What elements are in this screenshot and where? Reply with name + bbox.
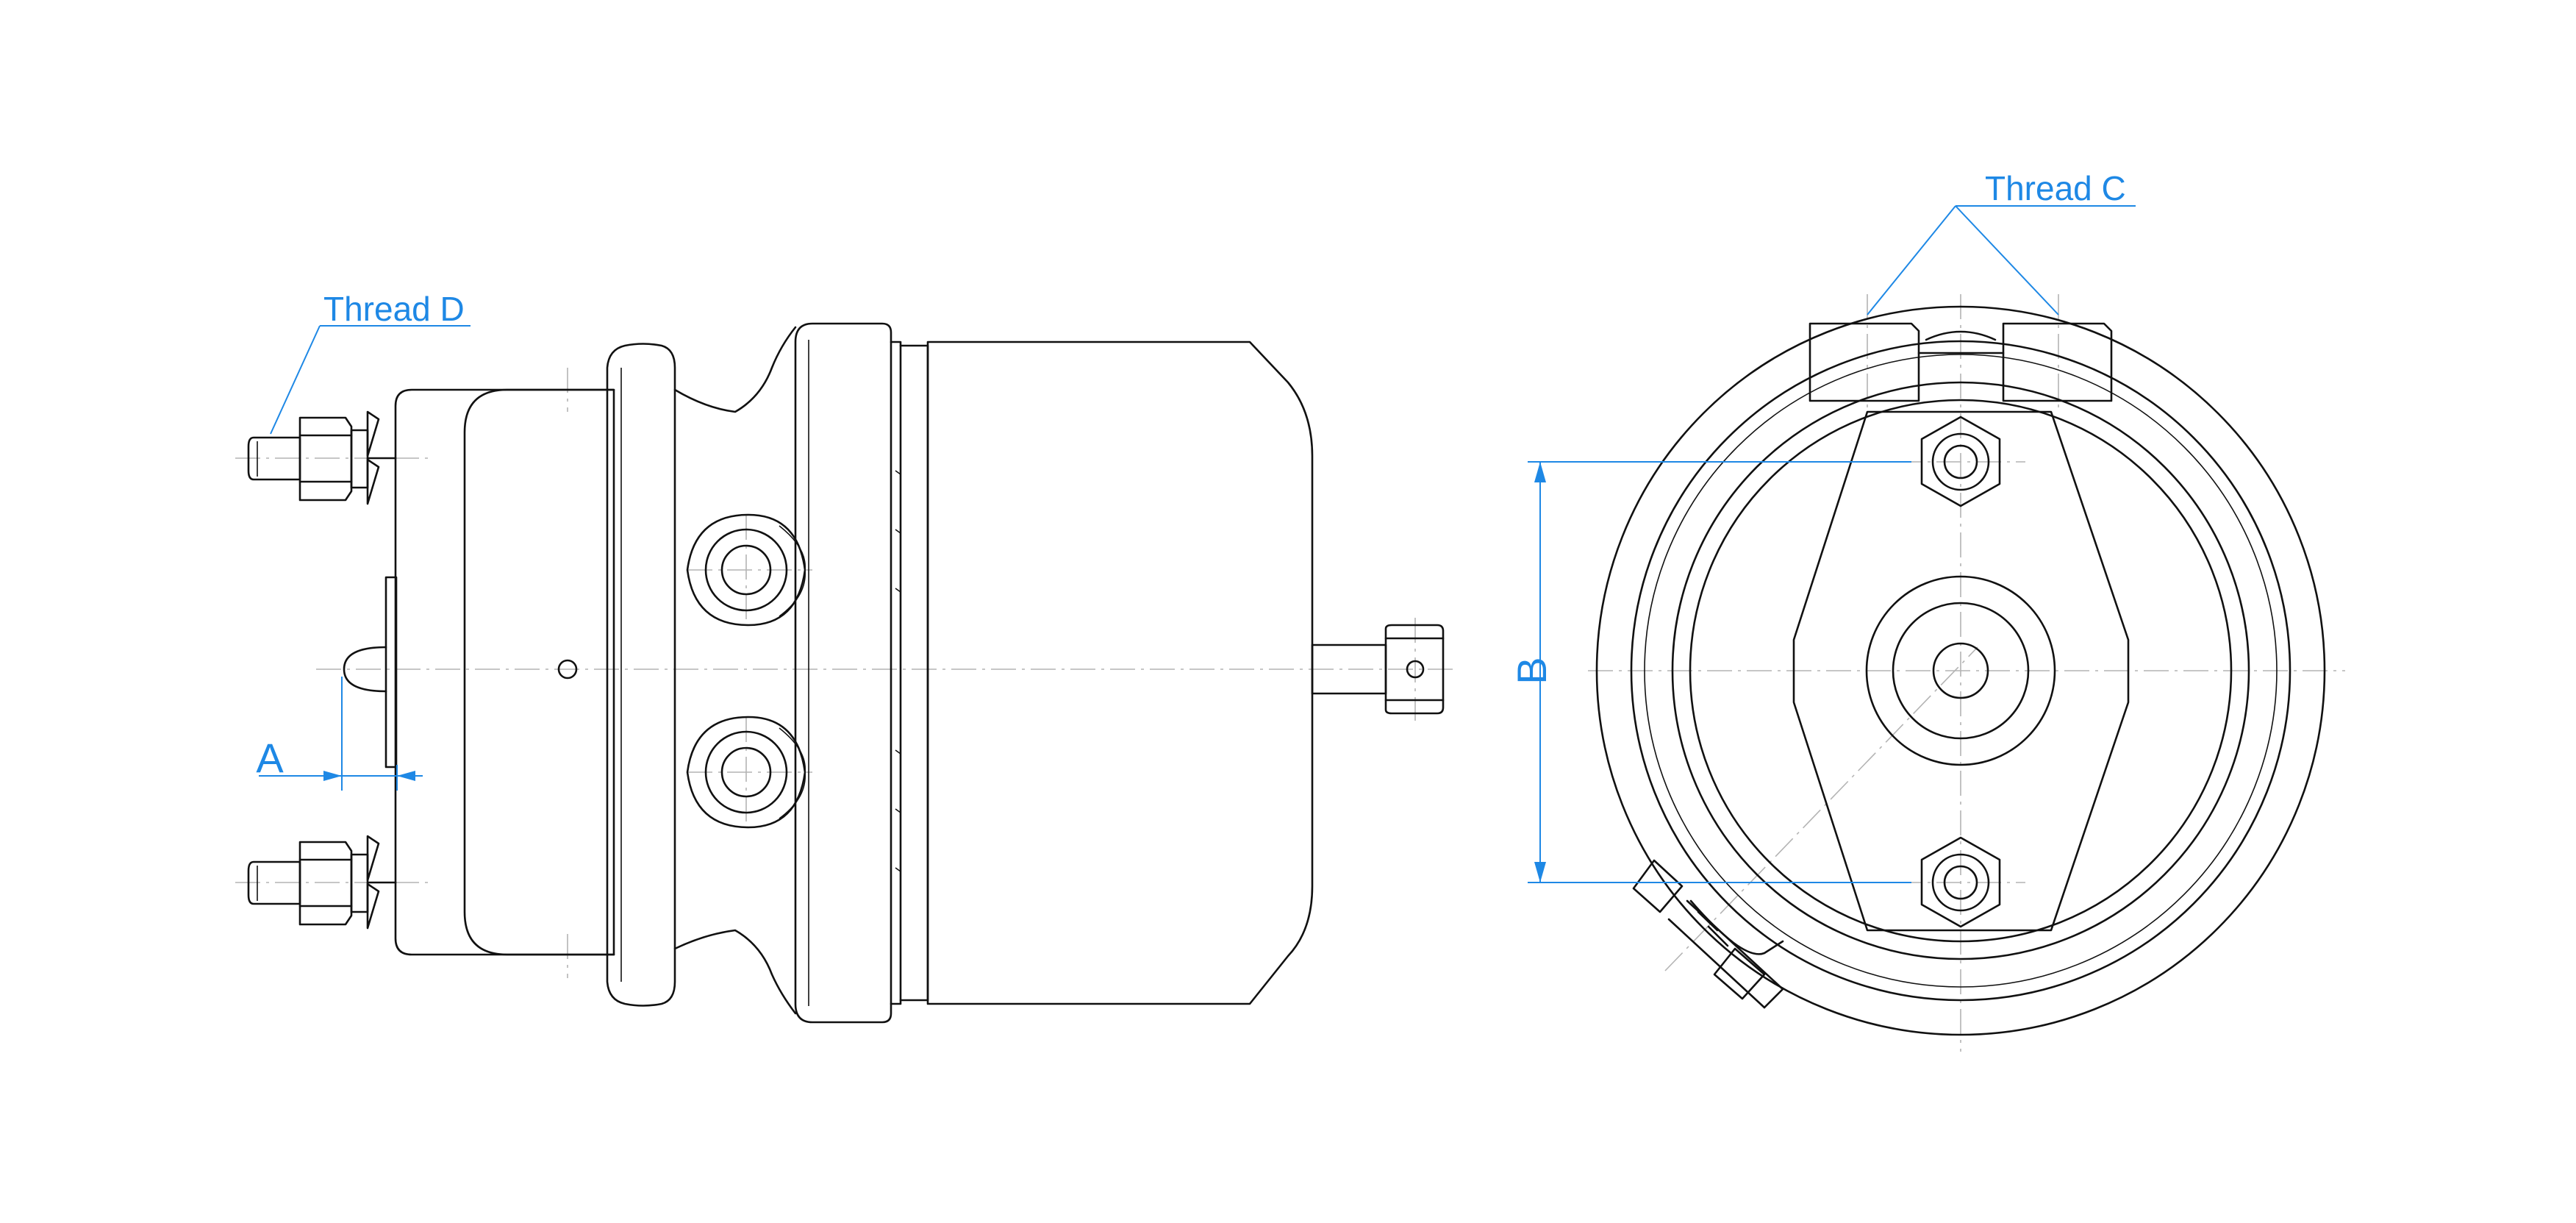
outer-housing xyxy=(1595,305,2326,1036)
mounting-plate xyxy=(1792,410,2130,932)
rear-housing-inner-step xyxy=(463,388,615,956)
center-boss-hole xyxy=(1932,642,1989,699)
side-view xyxy=(235,322,1456,1024)
clamp-ring-outer-thin xyxy=(1644,354,2278,988)
thread-c-label: Thread C xyxy=(1985,169,2126,207)
rear-housing xyxy=(394,388,615,956)
release-bolt-head xyxy=(343,646,387,693)
side-view-centerlines xyxy=(235,368,1456,978)
end-view: B Thread C xyxy=(1509,169,2345,1052)
push-rod-fitting xyxy=(1384,624,1445,715)
thread-d-leader xyxy=(270,325,471,435)
hex-nut-bottom xyxy=(1920,836,2001,928)
end-view-centerlines xyxy=(1588,294,2345,1052)
clamp-ring-right xyxy=(794,322,892,1024)
release-plate xyxy=(384,576,398,769)
dimension-b-label: B xyxy=(1509,657,1555,684)
thread-d-label: Thread D xyxy=(323,290,465,328)
dimension-b xyxy=(1528,461,1911,883)
thread-c-leader xyxy=(1867,205,2136,315)
dimension-a xyxy=(259,677,423,791)
clamp-ring-outer xyxy=(1630,340,2291,1002)
service-chamber xyxy=(926,340,1314,1005)
chamber-face xyxy=(1689,399,2233,943)
center-boss-outer xyxy=(1865,575,2056,766)
breather-hole xyxy=(557,659,578,680)
service-chamber-collar xyxy=(899,344,929,1002)
mounting-stud-bottom xyxy=(247,835,397,930)
dimension-a-label: A xyxy=(256,735,284,781)
clamp-bolt xyxy=(1632,859,1784,1009)
mounting-stud-top xyxy=(247,410,397,505)
hex-nut-top xyxy=(1920,416,2001,507)
housing-neck xyxy=(673,326,797,1015)
center-boss-mid xyxy=(1892,602,2030,740)
clamp-ring-inner xyxy=(1671,381,2250,960)
clamp-band-left xyxy=(606,343,676,1007)
top-mounting-blocks xyxy=(1808,322,2113,402)
port-boss-upper xyxy=(686,513,806,627)
port-boss-lower xyxy=(686,716,806,829)
